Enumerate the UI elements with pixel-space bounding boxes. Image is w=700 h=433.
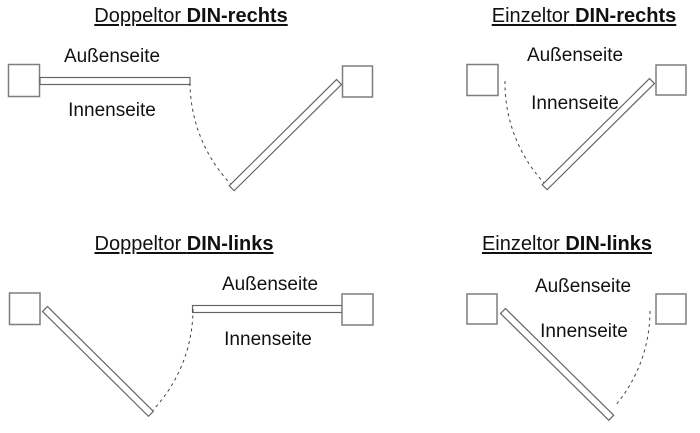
open-leaf (499, 307, 615, 422)
title-regular: Doppeltor (94, 5, 187, 27)
closed-leaf (39, 76, 191, 86)
title-regular: Einzeltor (491, 5, 576, 27)
label-aussenseite: Außenseite (526, 45, 624, 66)
right-post (655, 293, 687, 325)
title-regular: Einzeltor (481, 233, 566, 255)
title-bold: DIN-rechts (186, 5, 288, 27)
open-leaf (41, 305, 155, 418)
label-aussenseite: Außenseite (221, 274, 319, 295)
title-bold: DIN-links (565, 233, 653, 255)
swing-arc (614, 310, 651, 407)
label-innenseite: Innenseite (224, 329, 312, 350)
label-innenseite: Innenseite (540, 321, 628, 342)
label-aussenseite: Außenseite (534, 276, 632, 297)
left-post (7, 63, 41, 98)
title-doppeltor-din-rechts: Doppeltor DIN-rechts (94, 6, 287, 26)
right-post (655, 64, 687, 96)
right-post (341, 293, 374, 326)
left-post (466, 293, 498, 325)
title-einzeltor-din-links: Einzeltor DIN-links (482, 234, 652, 254)
title-doppeltor-din-links: Doppeltor DIN-links (95, 234, 274, 254)
left-post (8, 292, 41, 326)
doppeltor-din-rechts-diagram (7, 63, 374, 192)
label-innenseite: Innenseite (531, 93, 619, 114)
title-bold: DIN-rechts (575, 5, 677, 27)
swing-arc (189, 82, 234, 187)
doppeltor-din-links-diagram (8, 292, 374, 418)
title-einzeltor-din-rechts: Einzeltor DIN-rechts (492, 6, 677, 26)
swing-arc (152, 308, 194, 411)
left-post (466, 63, 499, 97)
label-aussenseite: Außenseite (63, 46, 161, 67)
title-regular: Doppeltor (94, 233, 187, 255)
open-leaf (541, 77, 656, 191)
einzeltor-din-links-diagram (466, 293, 687, 422)
label-innenseite: Innenseite (68, 100, 156, 121)
einzeltor-din-rechts-diagram (466, 63, 687, 191)
open-leaf (228, 78, 343, 192)
title-bold: DIN-links (186, 233, 274, 255)
right-post (341, 65, 374, 98)
closed-leaf (191, 304, 343, 314)
